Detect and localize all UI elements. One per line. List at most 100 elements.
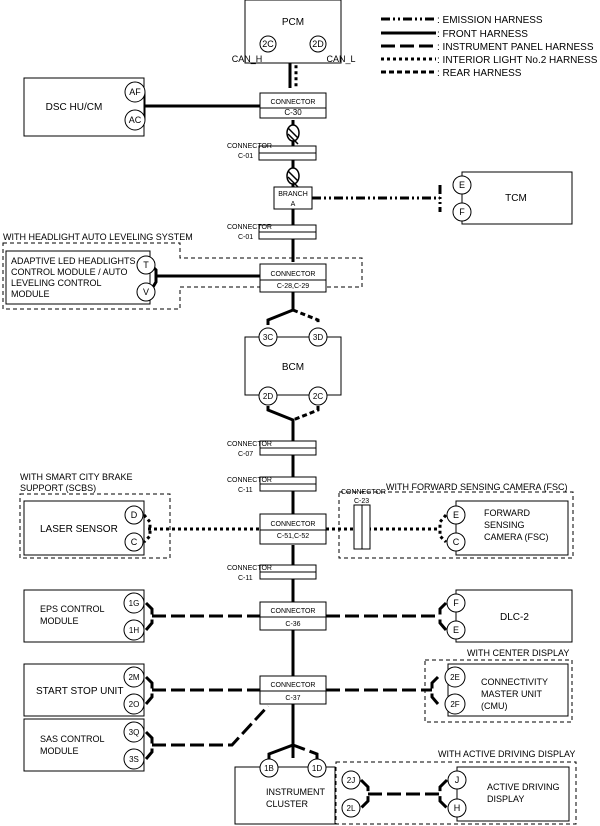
wire-fsc-pair: [438, 514, 448, 544]
active-driving-pin-j-label: J: [455, 775, 460, 785]
fsc-option-boundary: [338, 491, 574, 559]
headlight-pin-t: [136, 255, 156, 275]
active-driving-option-label: WITH ACTIVE DRIVING DISPLAY: [438, 749, 575, 759]
fsc-pin-e-label: E: [453, 510, 459, 520]
bcm-module: [244, 336, 342, 396]
cluster-label-line-2: CLUSTER: [266, 799, 309, 809]
cmu-label-line-3: (CMU): [481, 701, 508, 711]
dlc2-pin-e: [446, 620, 466, 640]
wire-ad-left-pair: [359, 778, 370, 810]
pcm-pin-2d-label: 2D: [312, 39, 324, 49]
cmu-label-line-1: CONNECTIVITY: [481, 677, 548, 687]
connector-c28-word: CONNECTOR: [271, 271, 316, 278]
wire-cluster-1b: [267, 705, 295, 760]
tcm-pin-e-label: E: [459, 180, 465, 190]
connector-c01-upper-word: CONNECTOR: [227, 143, 272, 150]
legend-front-label: : FRONT HARNESS: [437, 29, 528, 40]
legend-rear-label: : REAR HARNESS: [437, 68, 522, 79]
connector-c11-lower-id: C-11: [238, 575, 253, 582]
laser-pin-c-label: C: [131, 537, 138, 547]
tcm-pin-e: [452, 175, 472, 195]
connector-c37: [259, 675, 327, 705]
center-display-option-label: WITH CENTER DISPLAY: [467, 648, 569, 658]
fsc-label-line-2: SENSING: [484, 520, 525, 530]
cluster-pin-2j: [341, 770, 361, 790]
legend-emission-label: : EMISSION HARNESS: [437, 15, 543, 26]
start-stop-module: [23, 663, 145, 717]
sas-module: [23, 718, 145, 772]
eps-pin-1h-label: 1H: [129, 626, 139, 635]
headlight-pin-t-label: T: [143, 260, 149, 270]
connector-c11-lower-word: CONNECTOR: [227, 565, 272, 572]
dsc-pin-af: [124, 81, 146, 103]
laser-pin-d-label: D: [131, 510, 138, 520]
connector-c28-c29: [259, 263, 327, 293]
branch-word: BRANCH: [278, 191, 308, 198]
bcm-pin-2d-label: 2D: [263, 392, 273, 401]
tcm-module: [461, 171, 573, 225]
wire-sas-pair: [144, 730, 154, 760]
fsc-label-line-3: CAMERA (FSC): [484, 532, 549, 542]
dsc-pin-ac-label: AC: [129, 115, 142, 125]
legend-instrument-panel-label: : INSTRUMENT PANEL HARNESS: [437, 42, 594, 53]
bcm-label: BCM: [282, 362, 304, 373]
pcm-label: PCM: [282, 17, 304, 28]
connector-c07-id: C-07: [238, 451, 253, 458]
connector-c11-upper-word: CONNECTOR: [227, 477, 272, 484]
headlight-module: [5, 250, 151, 305]
start-stop-label: START STOP UNIT: [36, 686, 123, 697]
connector-c01-lower-word: CONNECTOR: [227, 224, 272, 231]
sas-label-line-2: MODULE: [40, 746, 79, 756]
sas-pin-3s: [123, 748, 145, 770]
dlc2-module: [455, 589, 573, 643]
active-driving-pin-h-label: H: [454, 803, 461, 813]
wire-bcm-2c: [292, 406, 320, 422]
connector-c01-upper-id: C-01: [238, 153, 253, 160]
dlc2-pin-f: [446, 593, 466, 613]
cmu-pin-2f-label: 2F: [450, 700, 459, 709]
connector-c51-c52: [259, 513, 327, 545]
connector-c07-word: CONNECTOR: [227, 441, 272, 448]
headlight-label-line-2: CONTROL MODULE / AUTO: [11, 267, 128, 277]
connector-c30-word: CONNECTOR: [271, 99, 316, 106]
headlight-label-line-1: ADAPTIVE LED HEADLIGHTS: [11, 256, 136, 266]
cluster-pin-2j-label: 2J: [347, 776, 355, 785]
connector-c51-word: CONNECTOR: [271, 521, 316, 528]
can-h-label: CAN_H: [232, 54, 263, 64]
connector-c23-id: C-23: [354, 498, 369, 505]
active-driving-pin-h: [447, 798, 467, 818]
pcm-module: [244, 0, 342, 64]
dlc2-pin-e-label: E: [453, 625, 459, 635]
cluster-label-line-1: INSTRUMENT: [266, 787, 325, 797]
bcm-pin-3c-label: 3C: [263, 333, 273, 342]
dsc-pin-af-label: AF: [129, 87, 141, 97]
cluster-pin-1d: [307, 758, 327, 778]
bcm-pin-2c: [308, 386, 328, 406]
eps-label-line-2: MODULE: [40, 616, 79, 626]
connector-c37-id: C-37: [285, 695, 300, 702]
sas-pin-3q: [123, 721, 145, 743]
cmu-pin-2f: [444, 693, 466, 715]
eps-label-line-1: EPS CONTROL: [40, 604, 105, 614]
branch-a: [273, 186, 313, 210]
headlight-label-line-4: MODULE: [11, 289, 50, 299]
connector-c51-id: C-51,C-52: [277, 533, 309, 540]
cmu-pin-2e-label: 2E: [450, 673, 460, 682]
scbs-option-label-line-1: WITH SMART CITY BRAKE: [20, 472, 133, 482]
twisted-pair-symbol-upper: [286, 124, 300, 145]
cmu-pin-2e: [444, 666, 466, 688]
bcm-pin-2c-label: 2C: [313, 392, 323, 401]
sas-pin-3q-label: 3Q: [129, 728, 140, 737]
dsc-pin-ac: [124, 109, 146, 131]
eps-pin-1g-label: 1G: [129, 599, 140, 608]
wire-bcm-3d: [292, 308, 320, 325]
connector-c37-word: CONNECTOR: [271, 682, 316, 689]
tcm-pin-f-label: F: [459, 207, 465, 217]
legend-interior-light-label: : INTERIOR LIGHT No.2 HARNESS: [437, 55, 598, 66]
connector-c30: [259, 92, 327, 119]
bcm-pin-3d: [308, 327, 328, 347]
pcm-pin-2c-label: 2C: [262, 39, 274, 49]
start-stop-pin-2m-label: 2M: [128, 673, 139, 682]
connector-c01-lower-id: C-01: [238, 234, 253, 241]
headlight-option-boundary: [2, 242, 363, 310]
